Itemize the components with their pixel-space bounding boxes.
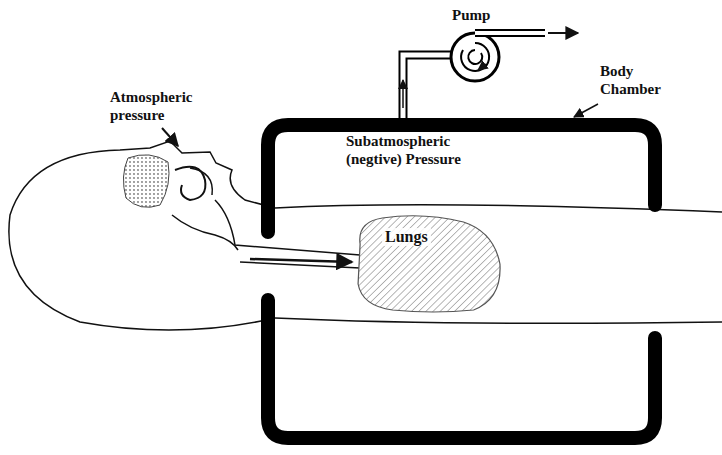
lung-shape: Lungs — [352, 214, 504, 314]
pump-outlet — [475, 31, 545, 35]
pressure-label: Subatmospheric (negtive) Pressure — [346, 132, 471, 168]
pump-rotation-arrow — [478, 64, 486, 70]
body-chamber-wall — [268, 300, 655, 438]
pump-casing — [451, 33, 499, 81]
airway — [215, 200, 360, 255]
pump-label: Pump — [452, 6, 522, 24]
nasal-cavity — [123, 155, 169, 208]
flow-arrow — [402, 80, 404, 108]
pressure-label: Atmospheric pressure — [110, 88, 220, 124]
suction-pipe — [403, 55, 452, 118]
outlet-arrow — [548, 32, 578, 34]
nasal-passage — [190, 168, 212, 195]
air-flow-arrow — [250, 259, 352, 262]
body-chamber-wall — [268, 125, 655, 232]
leader-arrow — [162, 128, 178, 146]
suction-pipe — [403, 55, 452, 118]
leader-arrow — [574, 104, 598, 117]
node-text-holder: Lungs — [352, 214, 504, 246]
torso-outline — [275, 318, 722, 323]
organ-label: Lungs — [382, 228, 431, 246]
head-outline — [9, 141, 275, 330]
pump-outlet — [475, 29, 545, 37]
lung-fill — [358, 216, 500, 312]
chamber-label: Body Chamber — [600, 62, 670, 98]
pump-spiral — [461, 43, 489, 71]
